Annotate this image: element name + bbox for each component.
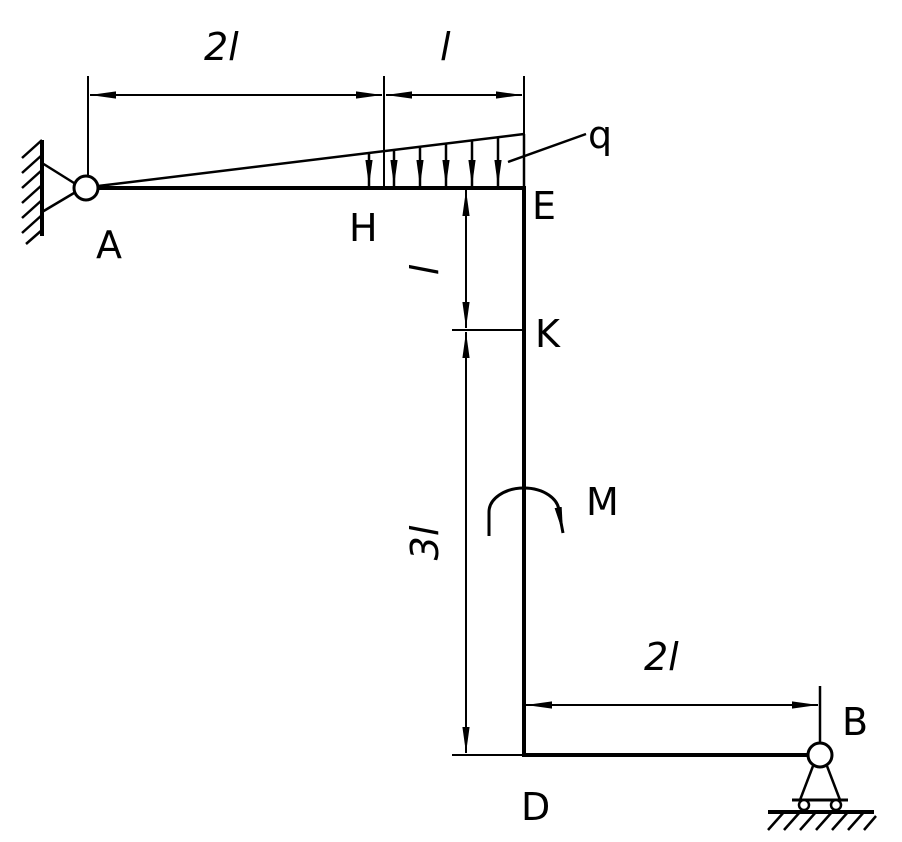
hinge-a (72, 174, 100, 202)
moment-m (487, 486, 565, 536)
hinge-b (806, 741, 834, 769)
dim-label-db: 2l (644, 635, 679, 679)
label-m: M (586, 480, 619, 524)
dimension-labels: 2l l l 3l 2l (204, 25, 679, 679)
dim-label-he: l (440, 25, 451, 69)
label-q: q (588, 113, 612, 157)
load-envelope (97, 132, 525, 188)
label-e: E (532, 184, 556, 228)
label-b: B (842, 700, 868, 744)
pin-support-a (21, 139, 100, 245)
load-arrows (365, 137, 502, 186)
point-labels: A H E K D B (96, 184, 868, 829)
label-k: K (535, 312, 561, 356)
label-a: A (96, 223, 122, 267)
roller-support-b (767, 686, 877, 831)
dim-label-kd: 3l (403, 525, 447, 560)
label-h: H (349, 206, 378, 250)
dim-label-ek: l (403, 264, 447, 275)
q-leader (507, 132, 587, 164)
label-d: D (521, 785, 550, 829)
distributed-load (97, 132, 587, 188)
load-labels: q M (586, 113, 619, 524)
ground-hatching (767, 811, 877, 831)
wall-hatching (21, 139, 43, 245)
dim-label-ah: 2l (204, 25, 239, 69)
frame-members (86, 186, 820, 757)
dimension-lines (87, 76, 818, 756)
